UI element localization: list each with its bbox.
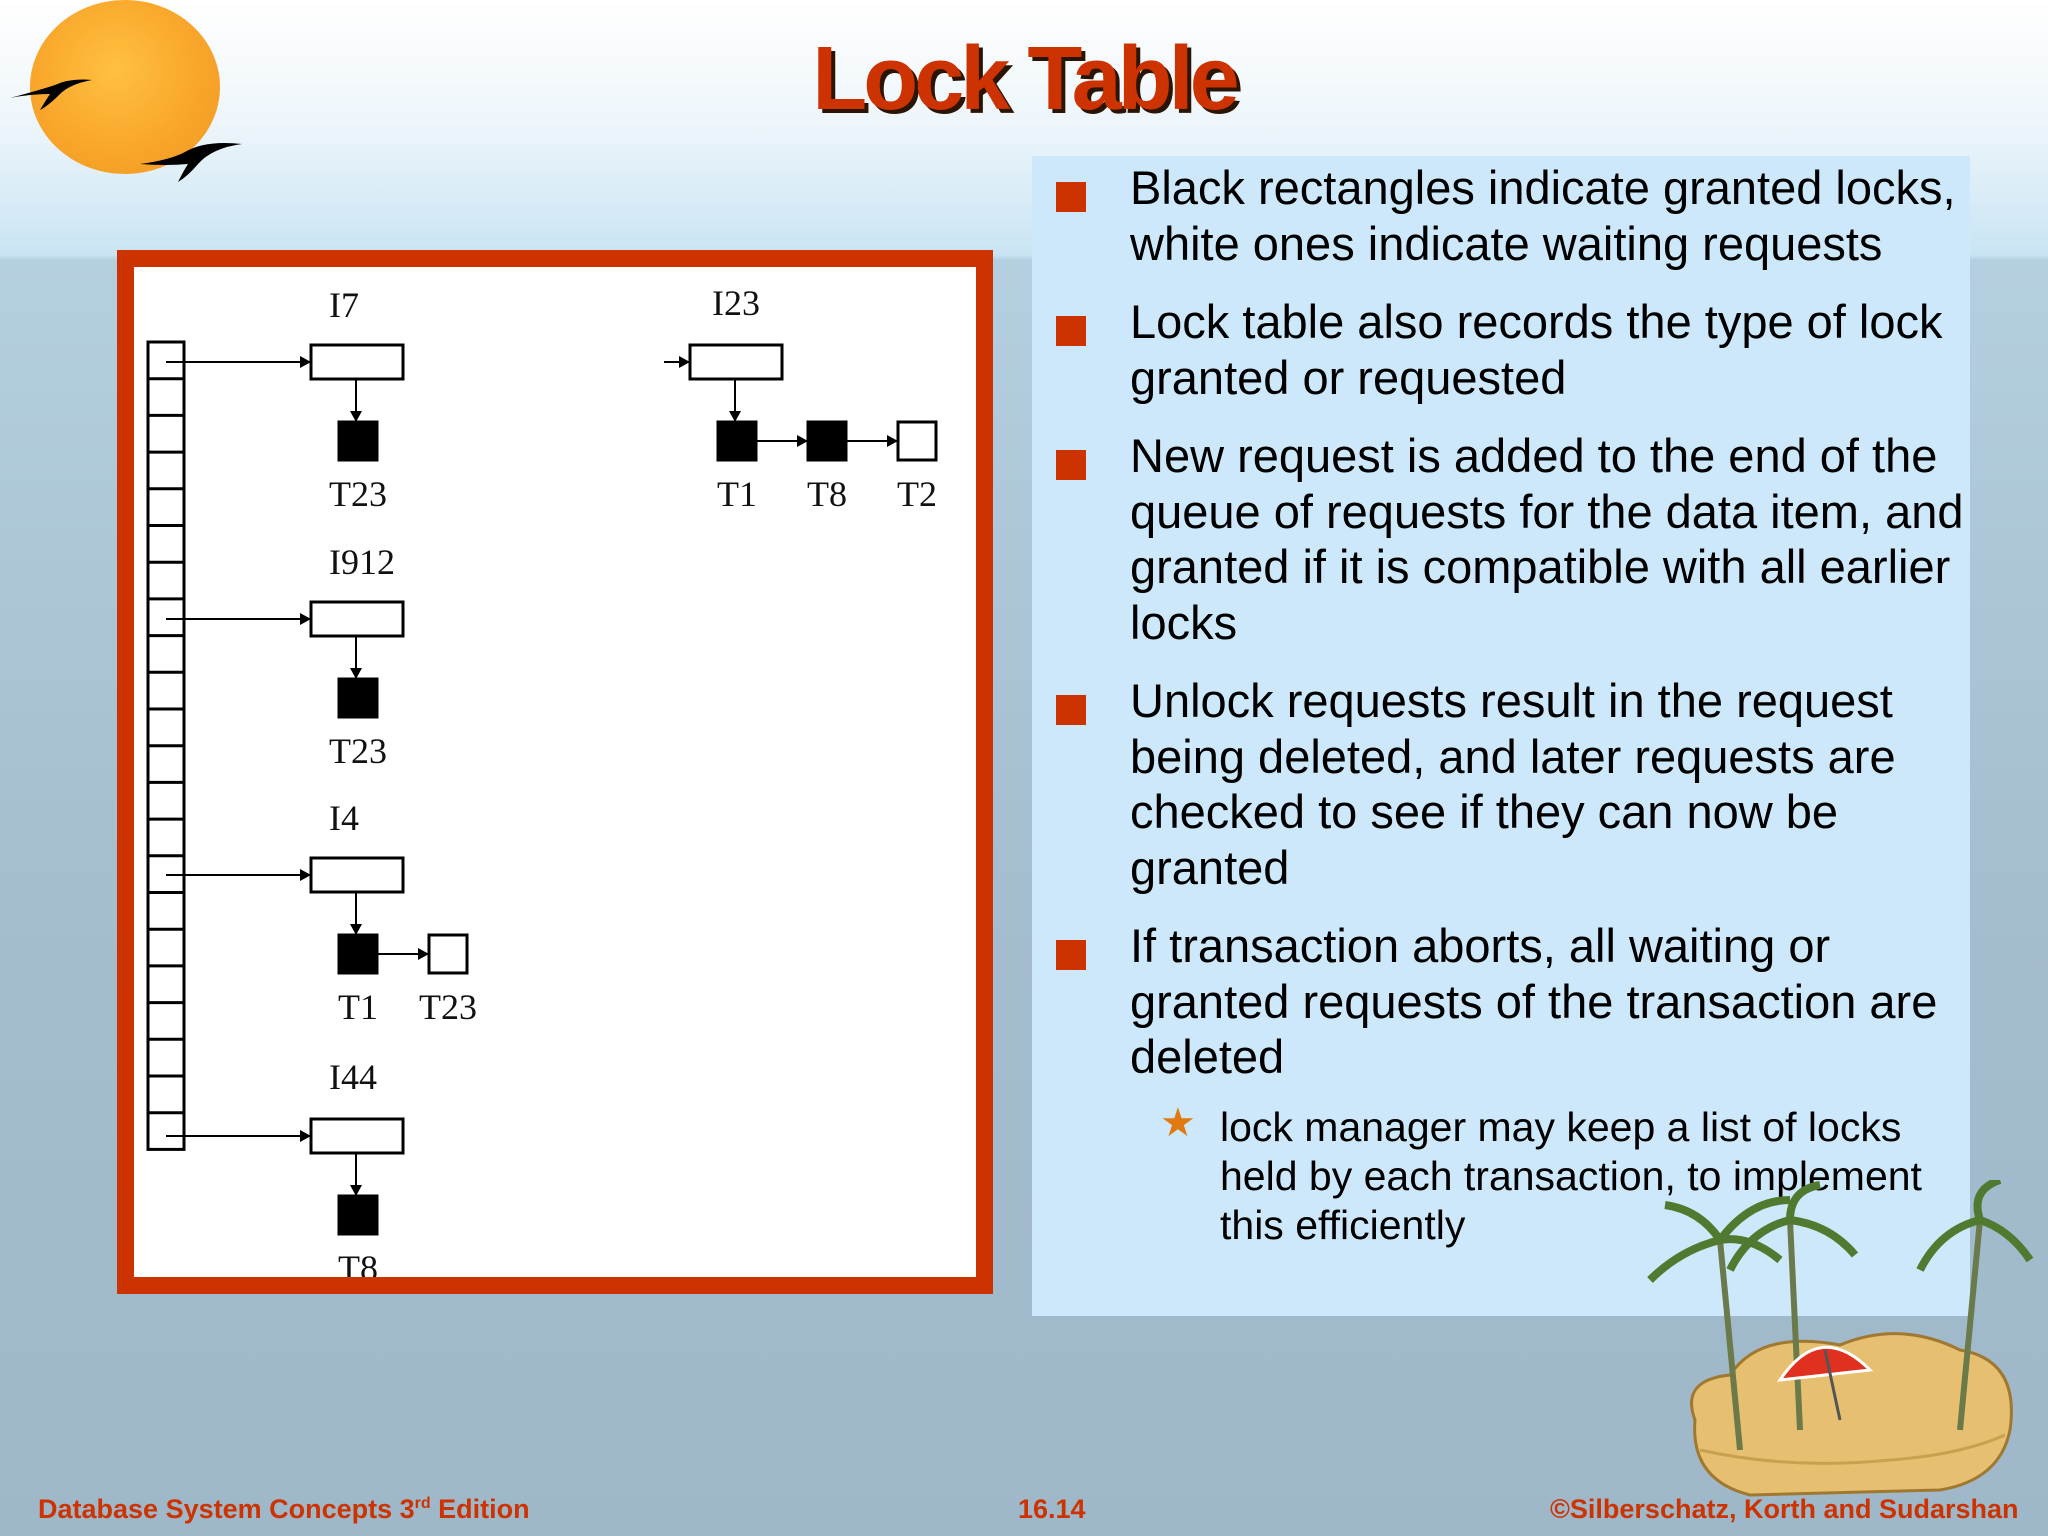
bullet-square-icon [1056,182,1086,212]
queue-next-arrow-head [418,948,429,960]
data-item-label: I4 [329,798,359,838]
bullet-square-icon [1056,450,1086,480]
granted-lock-box [806,420,848,462]
transaction-label: T23 [329,731,387,771]
bucket-pointer-arrow-head [679,356,690,368]
island-illustration [1647,1180,2034,1497]
transaction-label: T1 [717,474,757,514]
granted-lock-box [337,420,379,462]
transaction-label: T8 [338,1248,378,1277]
bullet-panel [1032,156,1970,1316]
bullet-square-icon [1056,940,1086,970]
granted-lock-box [716,420,758,462]
birds-icon [10,79,242,182]
slide-title: Lock Table [812,29,1239,129]
transaction-label: T1 [338,987,378,1027]
bucket-pointer-arrow-head [300,356,311,368]
bullet-item: Black rectangles indicate granted locks,… [1032,160,1970,271]
bullet-square-icon [1056,316,1086,346]
queue-next-arrow-head [887,435,898,447]
data-item-label: I23 [712,283,760,323]
granted-lock-box [337,1194,379,1236]
bullet-item: Lock table also records the type of lock… [1032,294,1970,405]
queue-head-arrow-head [350,411,362,422]
bullet-item: If transaction aborts, all waiting or gr… [1032,918,1970,1085]
bullet-square-icon [1056,695,1086,725]
queue-head-arrow-head [350,1185,362,1196]
bucket-pointer-arrow-head [300,613,311,625]
data-item-box [309,1117,405,1155]
bucket-pointer-arrow-head [300,869,311,881]
waiting-request-box [896,420,938,462]
transaction-label: T23 [329,474,387,514]
queue-next-arrow-head [797,435,808,447]
data-item-box [309,343,405,381]
data-item-box [309,856,405,894]
granted-lock-box [337,933,379,975]
granted-lock-box [337,677,379,719]
footer-slide-number: 16.14 [1018,1494,1086,1524]
queue-head-arrow-head [350,668,362,679]
data-item-label: I7 [329,285,359,325]
waiting-request-box [427,933,469,975]
bullet-item: Unlock requests result in the request be… [1032,673,1970,895]
data-item-label: I44 [329,1057,377,1097]
queue-head-arrow-head [729,411,741,422]
data-item-label: I912 [329,542,395,582]
bucket-pointer-arrow-head [300,1130,311,1142]
bullet-item: New request is added to the end of the q… [1032,428,1970,650]
data-item-box [309,600,405,638]
footer-course-title: Database System Concepts 3rd Edition [38,1494,530,1524]
transaction-label: T2 [897,474,937,514]
transaction-label: T23 [419,987,477,1027]
data-item-box [688,343,784,381]
transaction-label: T8 [807,474,847,514]
bullet-list: Black rectangles indicate granted locks,… [1032,160,1970,1250]
queue-head-arrow-head [350,924,362,935]
footer-copyright: ©Silberschatz, Korth and Sudarshan [1550,1494,2019,1524]
star-icon: ★ [1160,1100,1196,1145]
